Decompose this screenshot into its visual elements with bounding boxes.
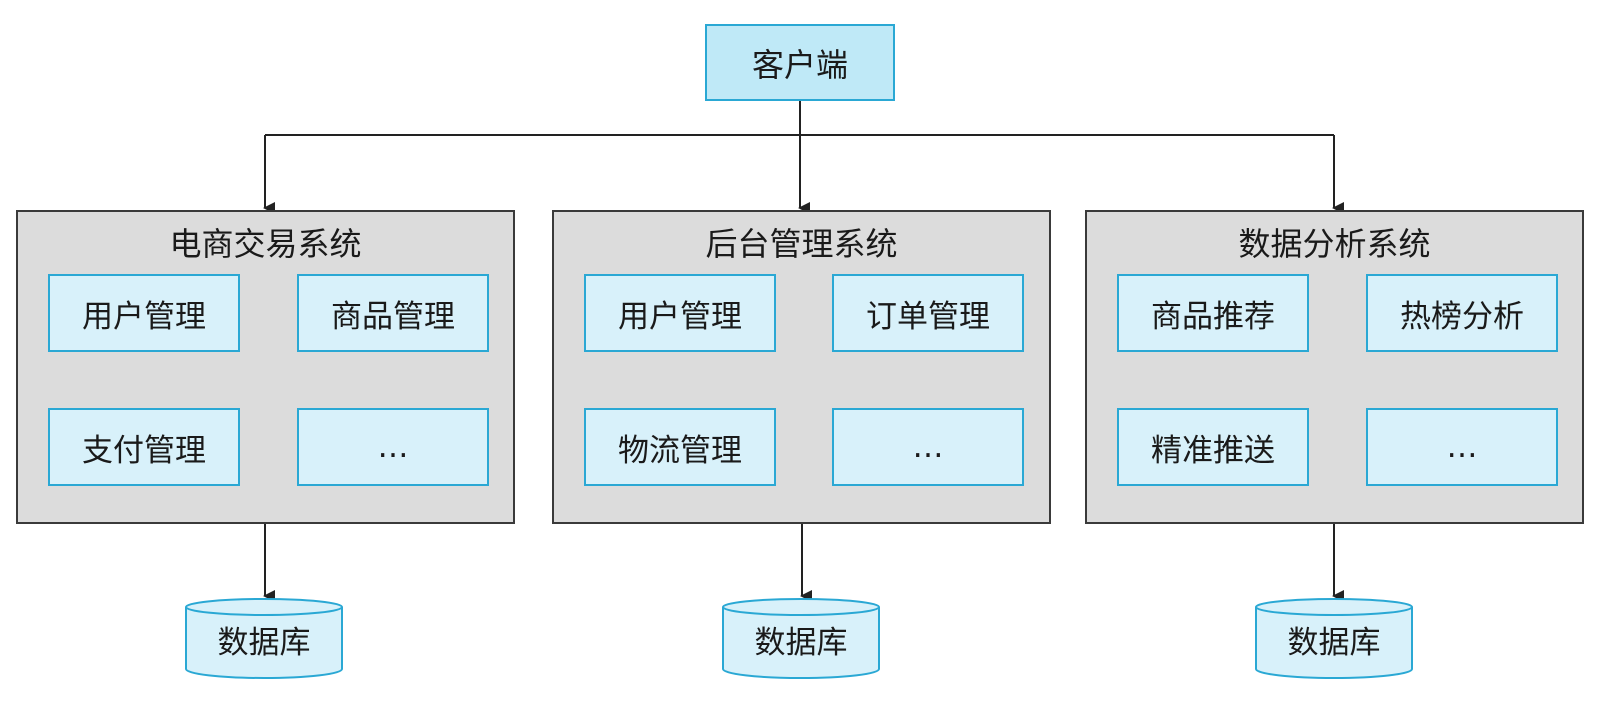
system-title: 数据分析系统: [1238, 225, 1431, 263]
module-label: 订单管理: [866, 298, 990, 335]
module-box: 热榜分析: [1366, 274, 1558, 352]
module-label: …: [912, 429, 944, 465]
client-label: 客户端: [751, 45, 848, 84]
system-ecommerce-trading: 电商交易系统 用户管理 商品管理 支付管理 …: [16, 210, 515, 524]
cylinder-icon: [722, 598, 880, 679]
module-label: 物流管理: [618, 432, 742, 469]
module-label: …: [1446, 429, 1478, 465]
client-box: 客户端: [705, 24, 895, 101]
module-label: 热榜分析: [1400, 298, 1524, 335]
module-label: …: [377, 429, 409, 465]
module-label: 精准推送: [1151, 432, 1275, 469]
database-cylinder: 数据库: [721, 597, 881, 681]
system-backend-management: 后台管理系统 用户管理 订单管理 物流管理 …: [552, 210, 1051, 524]
system-title: 电商交易系统: [169, 225, 362, 263]
module-label: 商品管理: [331, 298, 455, 335]
module-box: 商品推荐: [1117, 274, 1309, 352]
module-box: …: [297, 408, 489, 486]
module-label: 支付管理: [82, 432, 206, 469]
cylinder-icon: [185, 598, 343, 679]
system-title: 后台管理系统: [705, 225, 898, 263]
module-label: 用户管理: [82, 298, 206, 335]
database-label: 数据库: [1287, 625, 1381, 661]
module-box: 支付管理: [48, 408, 240, 486]
module-label: 商品推荐: [1151, 298, 1275, 335]
module-box: 订单管理: [832, 274, 1024, 352]
database-cylinder: 数据库: [184, 597, 344, 681]
system-data-analysis: 数据分析系统 商品推荐 热榜分析 精准推送 …: [1085, 210, 1584, 524]
cylinder-icon: [1255, 598, 1413, 679]
module-box: 商品管理: [297, 274, 489, 352]
module-box: 精准推送: [1117, 408, 1309, 486]
module-label: 用户管理: [618, 298, 742, 335]
module-box: 用户管理: [48, 274, 240, 352]
database-cylinder: 数据库: [1254, 597, 1414, 681]
module-box: 物流管理: [584, 408, 776, 486]
module-box: …: [1366, 408, 1558, 486]
database-label: 数据库: [217, 625, 311, 661]
module-box: …: [832, 408, 1024, 486]
module-box: 用户管理: [584, 274, 776, 352]
database-label: 数据库: [754, 625, 848, 661]
